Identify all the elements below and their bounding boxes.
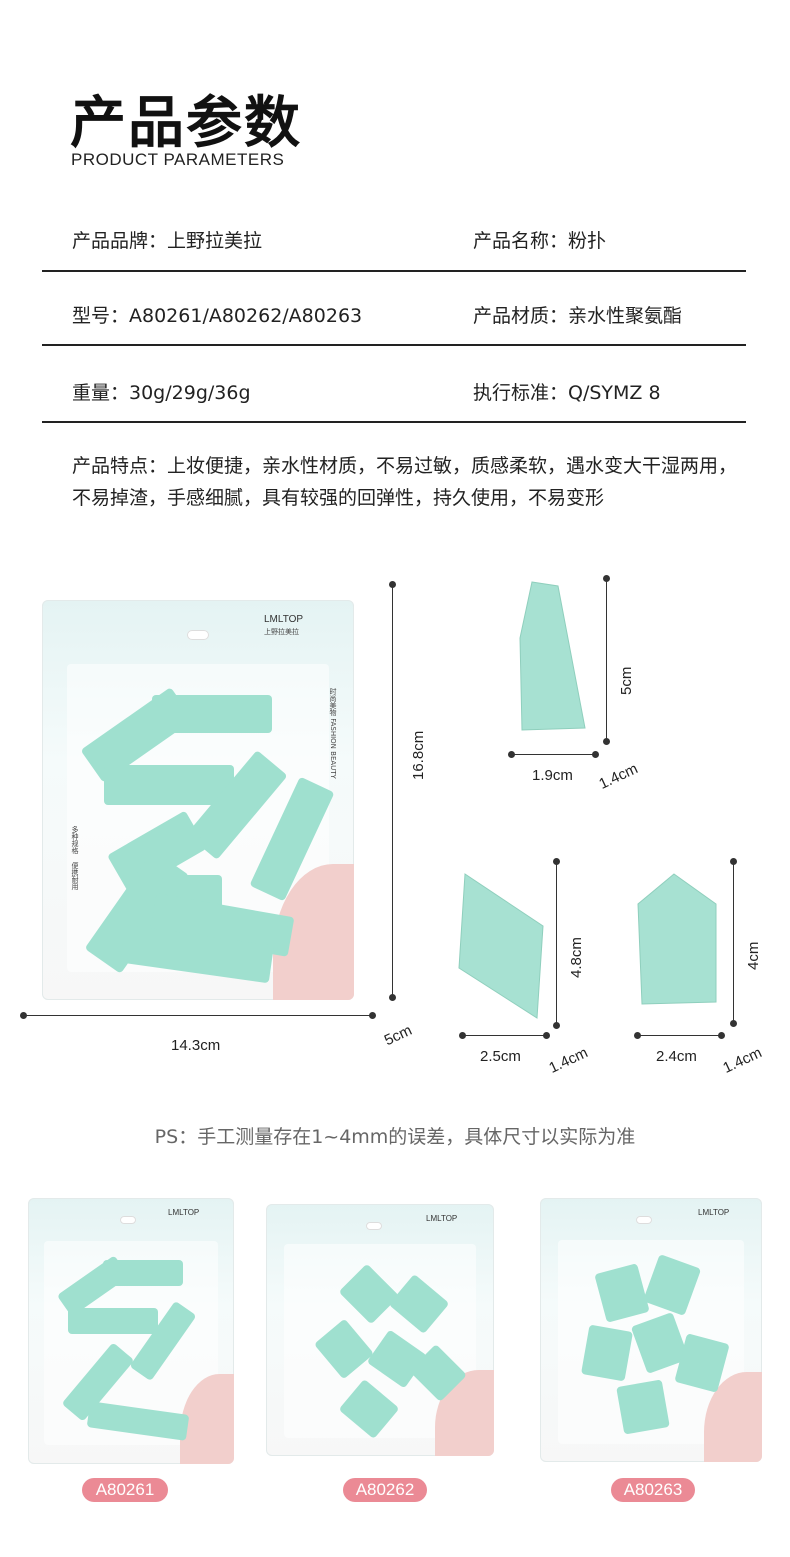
sponge-a-depth-label: 1.4cm: [596, 760, 641, 793]
sponge-a-width-label: 1.9cm: [532, 767, 573, 784]
dimension-dot: [634, 1032, 641, 1039]
param-standard: 执行标准：Q/SYMZ 8: [473, 382, 661, 404]
dimension-dot: [389, 581, 396, 588]
page-subtitle: PRODUCT PARAMETERS: [71, 150, 285, 169]
param-brand: 产品品牌：上野拉美拉: [72, 230, 263, 252]
bag-brand: LMLTOP: [168, 1208, 200, 1217]
bag-brand: LMLTOP: [264, 614, 304, 625]
sponge-b-width-label: 2.5cm: [480, 1048, 521, 1065]
dimension-line: [462, 1035, 546, 1036]
dimension-line: [24, 1015, 372, 1016]
product-features: 产品特点：上妆便捷，亲水性材质，不易过敏，质感柔软，遇水变大干湿两用，不易掉渣，…: [72, 455, 738, 509]
variant-badge-a80263: A80263: [611, 1478, 695, 1502]
dimension-line: [511, 754, 595, 755]
dimension-dot: [508, 751, 515, 758]
package-image: LMLTOP 上野拉美拉 时尚美物 FASHION BEAUTY 多种规格 便携…: [42, 600, 354, 1000]
dimension-dot: [603, 738, 610, 745]
dimension-dot: [553, 858, 560, 865]
dimension-dot: [730, 1020, 737, 1027]
param-name: 产品名称：粉扑: [473, 230, 607, 252]
variant-image-a80261: LMLTOP: [28, 1198, 234, 1464]
bag-brand-cn: 上野拉美拉: [264, 628, 299, 636]
dimension-dot: [718, 1032, 725, 1039]
dimension-line: [733, 862, 734, 1024]
bag-brand: LMLTOP: [698, 1208, 730, 1217]
package-height-label: 16.8cm: [410, 730, 427, 780]
dimension-dot: [730, 858, 737, 865]
table-divider: [42, 421, 746, 423]
page-title: 产品参数: [70, 91, 302, 156]
sponge-b-depth-label: 1.4cm: [546, 1044, 591, 1077]
measurement-note: PS：手工测量存在1~4mm的误差，具体尺寸以实际为准: [154, 1126, 636, 1148]
variant-badge-a80262: A80262: [343, 1478, 427, 1502]
sponge-c-width-label: 2.4cm: [656, 1048, 697, 1065]
variant-image-a80263: LMLTOP: [540, 1198, 762, 1462]
dimension-dot: [553, 1022, 560, 1029]
variant-badge-a80261: A80261: [82, 1478, 168, 1502]
dimension-dot: [592, 751, 599, 758]
sponge-pentagon-image: [637, 873, 717, 1005]
sponge-wedge-image: [519, 581, 586, 731]
table-divider: [42, 270, 746, 272]
dimension-line: [392, 585, 393, 997]
dimension-dot: [459, 1032, 466, 1039]
variant-image-a80262: LMLTOP: [266, 1204, 494, 1456]
dimension-line: [637, 1035, 721, 1036]
dimension-line: [556, 862, 557, 1026]
table-divider: [42, 344, 746, 346]
sponge-rhombus-image: [458, 873, 544, 1019]
sponge-b-height-label: 4.8cm: [568, 937, 585, 978]
param-weight: 重量：30g/29g/36g: [72, 382, 251, 404]
dimension-dot: [603, 575, 610, 582]
bag-brand: LMLTOP: [426, 1214, 458, 1223]
dimension-dot: [20, 1012, 27, 1019]
dimension-dot: [369, 1012, 376, 1019]
package-depth-label: 5cm: [381, 1021, 415, 1050]
sponge-c-height-label: 4cm: [745, 941, 762, 970]
param-material: 产品材质：亲水性聚氨酯: [473, 305, 683, 327]
param-model: 型号：A80261/A80262/A80263: [72, 305, 363, 327]
bag-tagline: 时尚美物 FASHION BEAUTY: [329, 688, 337, 779]
sponge-c-depth-label: 1.4cm: [720, 1044, 765, 1077]
bag-side-text: 便携耐用: [71, 862, 79, 890]
dimension-dot: [543, 1032, 550, 1039]
dimension-dot: [389, 994, 396, 1001]
package-width-label: 14.3cm: [171, 1037, 221, 1054]
bag-side-text: 多种规格: [71, 826, 79, 854]
dimension-line: [606, 579, 607, 741]
sponge-a-height-label: 5cm: [618, 666, 635, 695]
